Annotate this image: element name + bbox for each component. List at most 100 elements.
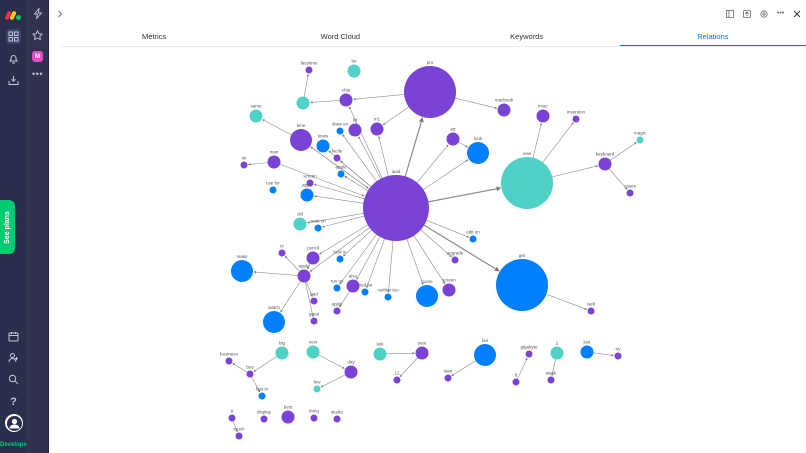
panel-icon[interactable] [725,9,734,18]
graph-node-home[interactable]: home [416,279,438,307]
graph-node-upgrade[interactable]: upgrade [447,251,464,264]
graph-node-lookin[interactable]: look in [333,250,347,263]
invite-user-icon[interactable] [7,351,20,364]
graph-node-next[interactable]: next [306,340,320,359]
user-avatar[interactable] [5,414,23,432]
tab-keywords[interactable]: Keywords [510,32,544,41]
graph-node-imac[interactable]: imac [536,104,550,123]
graph-node-m1[interactable]: m1 [370,117,384,136]
graph-node-fastin[interactable]: fast in [256,387,269,400]
graph-node-circle[interactable] [614,352,622,360]
see-plans-button[interactable]: See plans [0,200,15,254]
graph-node-buy[interactable]: buy [246,365,254,378]
graph-node-circle[interactable] [580,345,594,359]
graph-node-display[interactable]: display [257,410,272,423]
graph-node-circle[interactable] [393,376,401,384]
graph-node-circle[interactable] [297,269,311,283]
graph-node-circle[interactable] [415,346,429,360]
graph-node-runon[interactable]: run on [331,279,344,292]
graph-node-business[interactable]: business [220,352,239,365]
graph-node-best[interactable]: best [281,405,295,424]
settings-icon[interactable] [759,9,768,18]
graph-node-time[interactable]: time [290,123,312,151]
tab-word-cloud[interactable]: Word Cloud [320,32,361,41]
graph-node-fair[interactable]: fair [474,338,496,366]
graph-node-circle[interactable] [314,224,322,232]
graph-node-circle[interactable] [547,376,555,384]
graph-node-circle[interactable] [444,374,452,382]
graph-node-tried[interactable]: tried for [357,283,373,296]
graph-node-ui[interactable] [296,96,310,110]
graph-node-pencil[interactable]: pencil [306,246,320,265]
graph-node-circle[interactable] [269,186,277,194]
graph-node-day[interactable]: day [344,360,358,379]
graph-node-circle[interactable] [636,136,644,144]
more-menu-icon[interactable]: ••• [776,10,785,17]
graph-node-circle[interactable] [361,288,369,296]
graph-node-great[interactable]: great [309,312,320,325]
graph-node-circle[interactable] [474,344,496,366]
graph-node-circle[interactable] [496,259,548,311]
graph-node-circle[interactable] [249,109,263,123]
graph-node-apps[interactable]: apps [300,183,314,202]
graph-node-circle[interactable] [501,157,553,209]
graph-node-usefor[interactable]: use for [266,181,280,194]
graph-node-circle[interactable] [240,161,248,169]
graph-node-tv[interactable]: tv [278,244,286,257]
graph-node-circle[interactable] [300,188,314,202]
graph-node-circle[interactable] [306,179,314,187]
graph-node-circle[interactable] [536,109,550,123]
graph-node-circle[interactable] [339,93,353,107]
graph-node-2[interactable]: 2 [550,341,564,360]
graph-node-apple[interactable]: apple [335,165,347,178]
graph-node-try[interactable]: try [614,347,622,360]
graph-node-work[interactable]: work on [310,219,326,232]
graph-node-year[interactable]: year [415,341,429,360]
graph-node-circle[interactable] [404,66,456,118]
graph-node-watch[interactable]: watch [263,305,285,333]
graph-node-12[interactable]: 12 [393,371,401,384]
calendar-icon[interactable] [7,330,20,343]
graph-node-apple3[interactable]: apple [331,302,343,315]
graph-node-knew[interactable]: knew [316,134,330,153]
graph-node-circle[interactable] [469,235,477,243]
graph-node-circle[interactable] [305,66,313,74]
graph-node-circle[interactable] [306,345,320,359]
lightning-icon[interactable] [31,7,44,20]
graph-node-circle[interactable] [267,155,281,169]
graph-node-invention[interactable]: invention [567,110,586,123]
graph-node-circle[interactable] [235,432,243,440]
graph-node-circle[interactable] [313,385,321,393]
star-icon[interactable] [31,29,44,42]
graph-node-few[interactable]: few [313,380,321,393]
graph-node-circle[interactable] [310,297,318,305]
export-icon[interactable] [742,9,751,18]
graph-node-ipad[interactable]: ipad [363,169,429,241]
monday-logo-icon[interactable] [4,7,22,21]
close-icon[interactable] [792,9,801,18]
graph-node-screen[interactable]: screen [442,278,456,297]
apps-grid-icon[interactable] [6,29,21,44]
graph-node-tr[interactable]: tr [228,409,236,422]
graph-node-circle[interactable] [626,189,634,197]
graph-node-be[interactable]: be [347,59,361,78]
graph-node-neither[interactable]: neither too [377,288,399,301]
graph-node-man[interactable]: man [267,150,281,169]
graph-node-circle[interactable] [333,284,341,292]
graph-node-thing[interactable]: thing [309,409,319,422]
graph-node-bad[interactable]: bad [310,292,318,305]
graph-node-chip[interactable]: chip [339,88,353,107]
graph-node-circle[interactable] [333,307,341,315]
graph-node-just[interactable]: just [580,340,594,359]
graph-node-circle[interactable] [525,350,533,358]
graph-node-look[interactable]: look [467,136,489,164]
graph-node-also[interactable]: also [346,274,360,293]
graph-node-circle[interactable] [296,96,310,110]
graph-node-new[interactable]: new [501,151,553,209]
graph-node-apple2[interactable]: apple [297,264,311,283]
graph-node-circle[interactable] [310,414,318,422]
graph-node-circle[interactable] [316,139,330,153]
graph-node-pro[interactable]: pro [404,60,456,118]
graph-node-8[interactable]: 8 [512,373,520,386]
